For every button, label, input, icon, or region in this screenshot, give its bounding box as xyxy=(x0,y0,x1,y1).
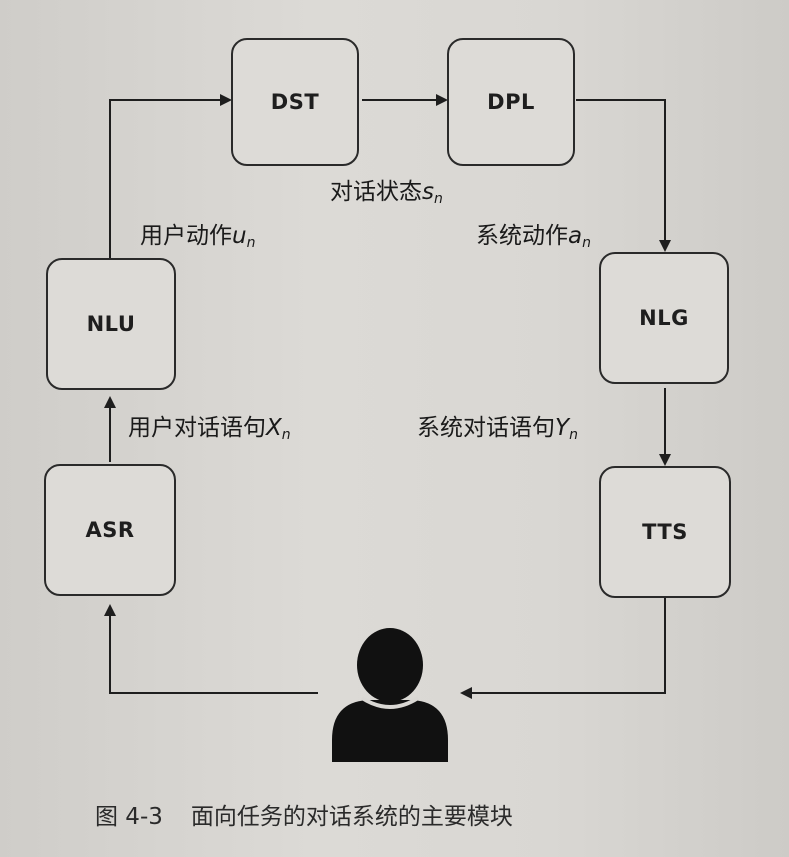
asr-module: ASR xyxy=(44,464,176,596)
edge-label-system-utterance: 系统对话语句Yn xyxy=(417,408,578,443)
dpl-module: DPL xyxy=(447,38,575,166)
dialog-state-var: s xyxy=(422,179,434,205)
figure-caption: 图 4-3 面向任务的对话系统的主要模块 xyxy=(95,797,513,831)
user-action-var: u xyxy=(232,223,247,249)
system-action-text: 系统动作 xyxy=(476,223,568,249)
edge-label-user-utterance: 用户对话语句Xn xyxy=(128,408,291,443)
nlg-label: NLG xyxy=(639,306,689,330)
nlu-module: NLU xyxy=(46,258,176,390)
user-action-text: 用户动作 xyxy=(140,223,232,249)
edge-label-system-action: 系统动作an xyxy=(476,216,591,251)
system-utterance-text: 系统对话语句 xyxy=(417,415,555,441)
figure-number: 图 4-3 xyxy=(95,804,163,830)
dpl-label: DPL xyxy=(487,90,535,114)
dialog-state-text: 对话状态 xyxy=(330,179,422,205)
edge-label-user-action: 用户动作un xyxy=(140,216,255,251)
arrow-dpl-to-nlg xyxy=(576,99,671,252)
system-utterance-sub: n xyxy=(569,427,578,443)
user-action-sub: n xyxy=(246,235,256,251)
user-utterance-text: 用户对话语句 xyxy=(128,415,266,441)
edge-label-dialog-state: 对话状态sn xyxy=(330,172,443,207)
arrow-user-to-asr xyxy=(104,604,318,694)
dst-module: DST xyxy=(231,38,359,166)
user-icon xyxy=(332,628,448,762)
system-utterance-var: Y xyxy=(555,415,570,441)
tts-module: TTS xyxy=(599,466,731,598)
nlu-label: NLU xyxy=(86,312,136,336)
arrow-tts-to-user xyxy=(460,598,666,699)
dialog-state-sub: n xyxy=(433,191,443,207)
dst-label: DST xyxy=(270,90,320,114)
user-utterance-var: X xyxy=(266,415,282,441)
tts-label: TTS xyxy=(642,520,688,544)
figure-title: 面向任务的对话系统的主要模块 xyxy=(190,804,513,830)
user-utterance-sub: n xyxy=(281,427,291,443)
system-action-var: a xyxy=(568,223,583,249)
nlg-module: NLG xyxy=(599,252,729,384)
system-action-sub: n xyxy=(582,235,591,251)
arrow-nlu-to-dst xyxy=(109,94,232,258)
asr-label: ASR xyxy=(85,518,135,542)
